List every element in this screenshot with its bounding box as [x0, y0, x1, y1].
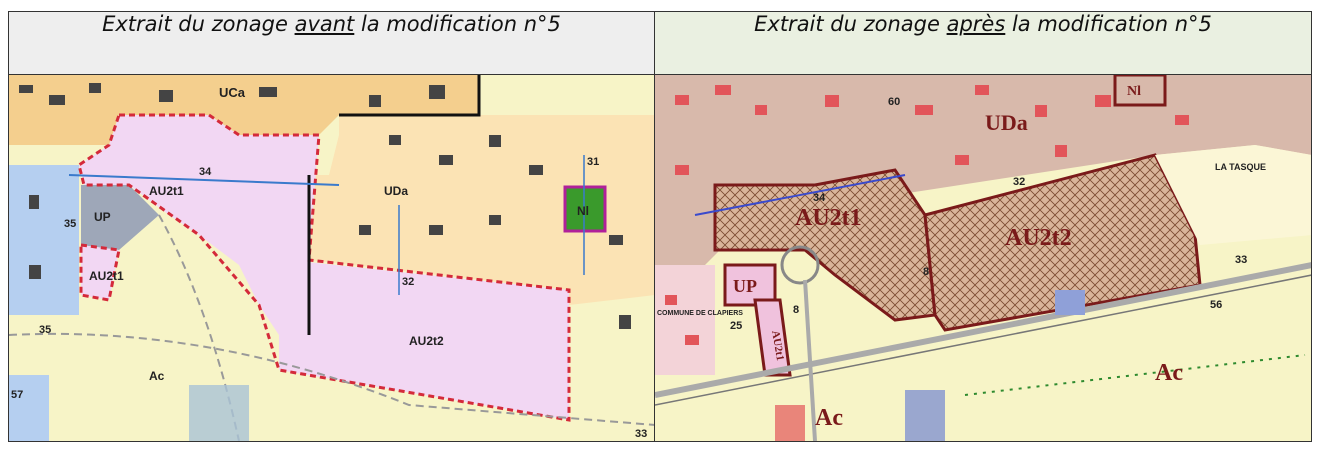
label-33-after: 33 [1235, 254, 1247, 266]
label-31: 31 [587, 156, 599, 168]
label-up: UP [94, 210, 111, 224]
header-after: Extrait du zonage après la modification … [654, 11, 1312, 75]
label-nl: Nl [577, 204, 589, 218]
map-after-cell: UDa AU2t1 AU2t2 UP AU2t1 Ac Ac Nl LA TAS… [654, 74, 1312, 442]
label-la-tasque: LA TASQUE [1215, 162, 1266, 172]
comparison-table: Extrait du zonage avant la modification … [8, 11, 1312, 442]
label-57: 57 [11, 389, 23, 401]
label-32-after: 32 [1013, 176, 1025, 188]
label-uda: UDa [384, 184, 408, 198]
label-8-after: 8 [923, 266, 929, 278]
label-34: 34 [199, 166, 212, 178]
label-32: 32 [402, 276, 414, 288]
label-up-after: UP [733, 276, 757, 296]
label-8b-after: 8 [793, 304, 799, 316]
label-au2t2: AU2t2 [409, 334, 444, 348]
label-nl-after: Nl [1127, 84, 1141, 99]
label-au2t1-small-after: AU2t1 [769, 330, 786, 362]
label-35a: 35 [64, 218, 76, 230]
label-uda-after: UDa [985, 110, 1028, 135]
label-au2t1-after: AU2t1 [795, 205, 862, 231]
label-ac2-after: Ac [1155, 360, 1183, 386]
map-after[interactable]: UDa AU2t1 AU2t2 UP AU2t1 Ac Ac Nl LA TAS… [655, 75, 1311, 441]
label-ac1-after: Ac [815, 405, 843, 431]
label-56-after: 56 [1210, 299, 1222, 311]
label-au2t1-lower: AU2t1 [89, 269, 124, 283]
label-35b: 35 [39, 324, 51, 336]
label-34-after: 34 [813, 192, 826, 204]
title-after: Extrait du zonage après la modification … [754, 12, 1212, 36]
title-before: Extrait du zonage avant la modification … [102, 12, 561, 36]
label-au2t2-after: AU2t2 [1005, 225, 1072, 251]
map-before-cell: UCa UDa AU2t1 AU2t1 UP Nl AU2t2 Ac 34 35… [8, 74, 655, 442]
label-ac: Ac [149, 369, 165, 383]
header-before: Extrait du zonage avant la modification … [8, 11, 655, 75]
map-before[interactable]: UCa UDa AU2t1 AU2t1 UP Nl AU2t2 Ac 34 35… [9, 75, 654, 441]
label-25-after: 25 [730, 320, 742, 332]
label-33: 33 [635, 428, 647, 440]
label-uca: UCa [219, 85, 246, 100]
label-60-after: 60 [888, 96, 900, 108]
label-au2t1: AU2t1 [149, 184, 184, 198]
label-clapiers: COMMUNE DE CLAPIERS [657, 310, 743, 317]
